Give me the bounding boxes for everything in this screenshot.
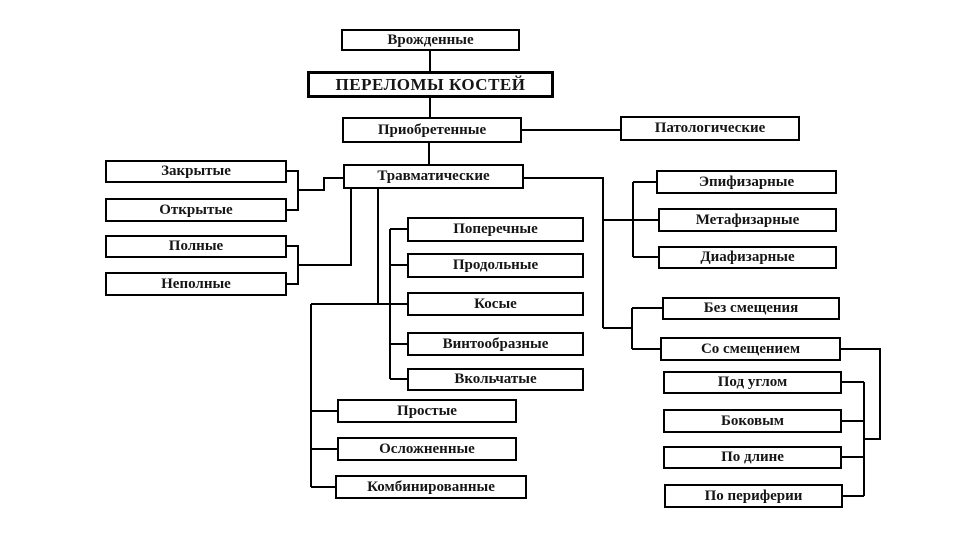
node-oblique: Косые (407, 292, 584, 316)
node-diaphyseal: Диафизарные (658, 246, 837, 269)
node-simple: Простые (337, 399, 517, 423)
node-combined: Комбинированные (335, 475, 527, 499)
node-pathological: Патологические (620, 116, 800, 141)
node-incomplete: Неполные (105, 272, 287, 296)
node-peripheral-displacement: По периферии (664, 484, 843, 508)
node-epiphyseal: Эпифизарные (656, 170, 837, 194)
node-spiral: Винтообразные (407, 332, 584, 356)
node-lateral-displacement: Боковым (663, 409, 842, 433)
node-closed: Закрытые (105, 160, 287, 183)
diagram-title: ПЕРЕЛОМЫ КОСТЕЙ (307, 71, 554, 98)
node-congenital: Врожденные (341, 29, 520, 51)
node-impacted: Вкольчатые (407, 368, 584, 391)
node-metaphyseal: Метафизарные (658, 208, 837, 232)
node-lengthwise-displacement: По длине (663, 446, 842, 469)
node-no-displacement: Без смещения (662, 297, 840, 320)
node-acquired: Приобретенные (342, 117, 522, 143)
node-with-displacement: Со смещением (660, 337, 841, 361)
node-traumatic: Травматические (343, 164, 524, 189)
node-complicated: Осложненные (337, 437, 517, 461)
node-longitudinal: Продольные (407, 253, 584, 278)
node-angular-displacement: Под углом (663, 371, 842, 394)
node-open: Открытые (105, 198, 287, 222)
node-transverse: Поперечные (407, 217, 584, 242)
node-complete: Полные (105, 235, 287, 258)
